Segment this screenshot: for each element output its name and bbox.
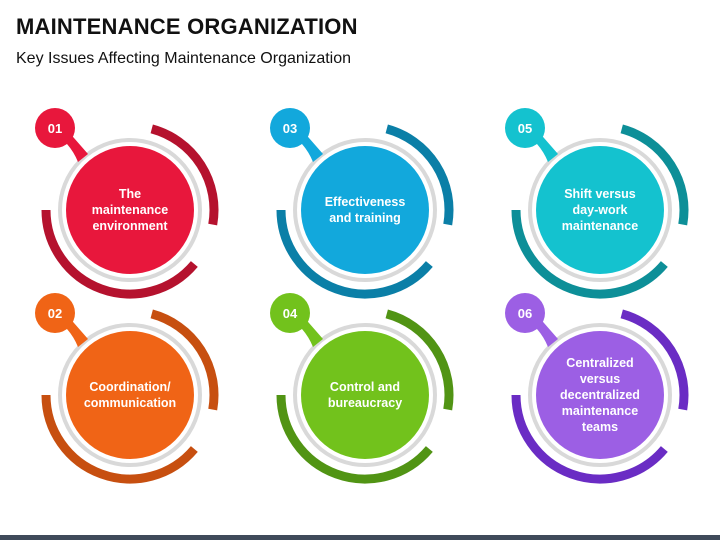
issue-graphic <box>270 108 454 299</box>
issue-number: 01 <box>47 120 63 136</box>
page-title: MAINTENANCE ORGANIZATION <box>16 14 358 39</box>
main-circle <box>301 331 429 459</box>
issue-graphic <box>35 293 219 484</box>
issue-label: Centralized versus decentralized mainten… <box>560 356 640 434</box>
page-subtitle: Key Issues Affecting Maintenance Organiz… <box>16 50 352 67</box>
issue-label: Shift versus day-work maintenance <box>561 187 639 233</box>
main-circle <box>66 146 194 274</box>
outer-ring-arc-bottom <box>41 394 198 484</box>
outer-ring-arc-bottom <box>41 209 198 299</box>
main-circle <box>301 146 429 274</box>
outer-ring-arc-bottom <box>276 209 433 299</box>
number-badge <box>35 293 75 333</box>
number-badge <box>505 293 545 333</box>
issue-number: 04 <box>282 305 298 321</box>
outer-ring-arc-right <box>385 309 454 411</box>
issue-number: 02 <box>47 305 63 321</box>
outer-ring-arc-right <box>150 124 219 226</box>
issue-label: Coordination/ communication <box>83 380 177 410</box>
outer-ring-arc-bottom <box>511 209 668 299</box>
number-badge <box>35 108 75 148</box>
main-circle <box>536 146 664 274</box>
outer-ring-arc-right <box>620 309 689 411</box>
outer-ring-arc-right <box>150 309 219 411</box>
issue-graphic <box>35 108 219 299</box>
issue-number: 03 <box>282 120 298 136</box>
issue-label: The maintenance environment <box>91 187 169 233</box>
number-badge <box>270 108 310 148</box>
footer-bar <box>0 535 720 540</box>
outer-ring-arc-right <box>620 124 689 226</box>
number-badge <box>505 108 545 148</box>
issue-graphic <box>505 108 689 299</box>
main-circle <box>66 331 194 459</box>
outer-ring-arc-right <box>385 124 454 226</box>
issue-label: Effectiveness and training <box>324 195 406 225</box>
issue-graphic <box>505 293 689 484</box>
issue-label: Control and bureaucracy <box>327 380 403 410</box>
issue-number: 06 <box>517 305 533 321</box>
number-badge <box>270 293 310 333</box>
outer-ring-arc-bottom <box>276 394 433 484</box>
issue-graphic <box>270 293 454 484</box>
outer-ring-arc-bottom <box>511 394 668 484</box>
main-circle <box>536 331 664 459</box>
issue-number: 05 <box>517 120 533 136</box>
